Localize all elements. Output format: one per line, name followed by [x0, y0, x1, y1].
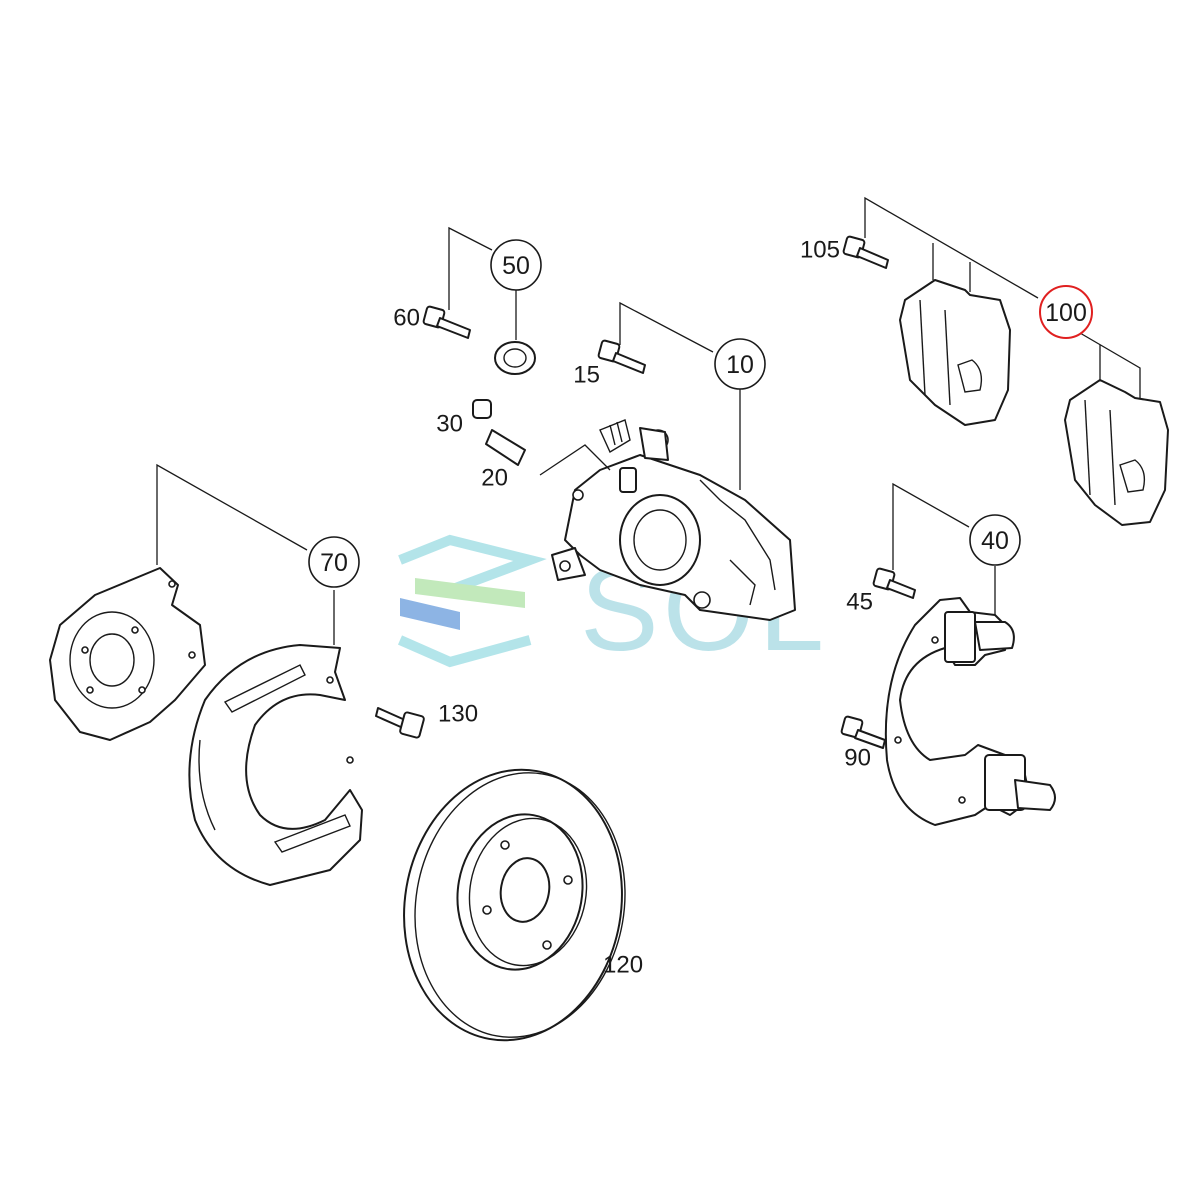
- callout-100-highlighted: 100: [1039, 285, 1093, 339]
- leader-lines: [156, 196, 1141, 645]
- callout-70: 70: [308, 536, 360, 588]
- callout-label: 50: [502, 252, 530, 280]
- callout-120: 120: [603, 952, 643, 979]
- watermark-logo: [397, 534, 547, 668]
- callout-60: 60: [393, 305, 420, 332]
- backing-plate-part: [49, 567, 206, 741]
- brake-rotor-part: [403, 768, 626, 1042]
- bolt-130: [375, 707, 425, 739]
- callout-10: 10: [714, 338, 766, 390]
- callout-15: 15: [573, 362, 600, 389]
- bearing-50: [494, 341, 536, 375]
- callout-label: 10: [726, 351, 754, 379]
- bolt-90: [840, 715, 886, 749]
- dust-shield-part: [188, 644, 363, 886]
- callout-130: 130: [438, 701, 478, 728]
- brake-caliper-part: [551, 419, 796, 621]
- callout-20: 20: [481, 465, 508, 492]
- callout-label: 40: [981, 527, 1009, 555]
- callout-50: 50: [490, 239, 542, 291]
- bolt-60: [422, 305, 471, 339]
- callout-90: 90: [844, 745, 871, 772]
- callout-105: 105: [800, 237, 840, 264]
- bolt-45: [872, 567, 916, 599]
- bolt-105: [842, 235, 889, 269]
- callout-40: 40: [969, 514, 1021, 566]
- bolt-15: [597, 339, 646, 374]
- bleeder-20: [485, 429, 526, 466]
- highlight-ring: [1039, 285, 1093, 339]
- callout-30: 30: [436, 411, 463, 438]
- cap-30: [472, 399, 492, 419]
- caliper-carrier-part: [884, 597, 1056, 826]
- callout-label: 70: [320, 549, 348, 577]
- callout-45: 45: [846, 589, 873, 616]
- brake-pad-set-part: [899, 279, 1169, 526]
- callout-label: 100: [1045, 299, 1087, 327]
